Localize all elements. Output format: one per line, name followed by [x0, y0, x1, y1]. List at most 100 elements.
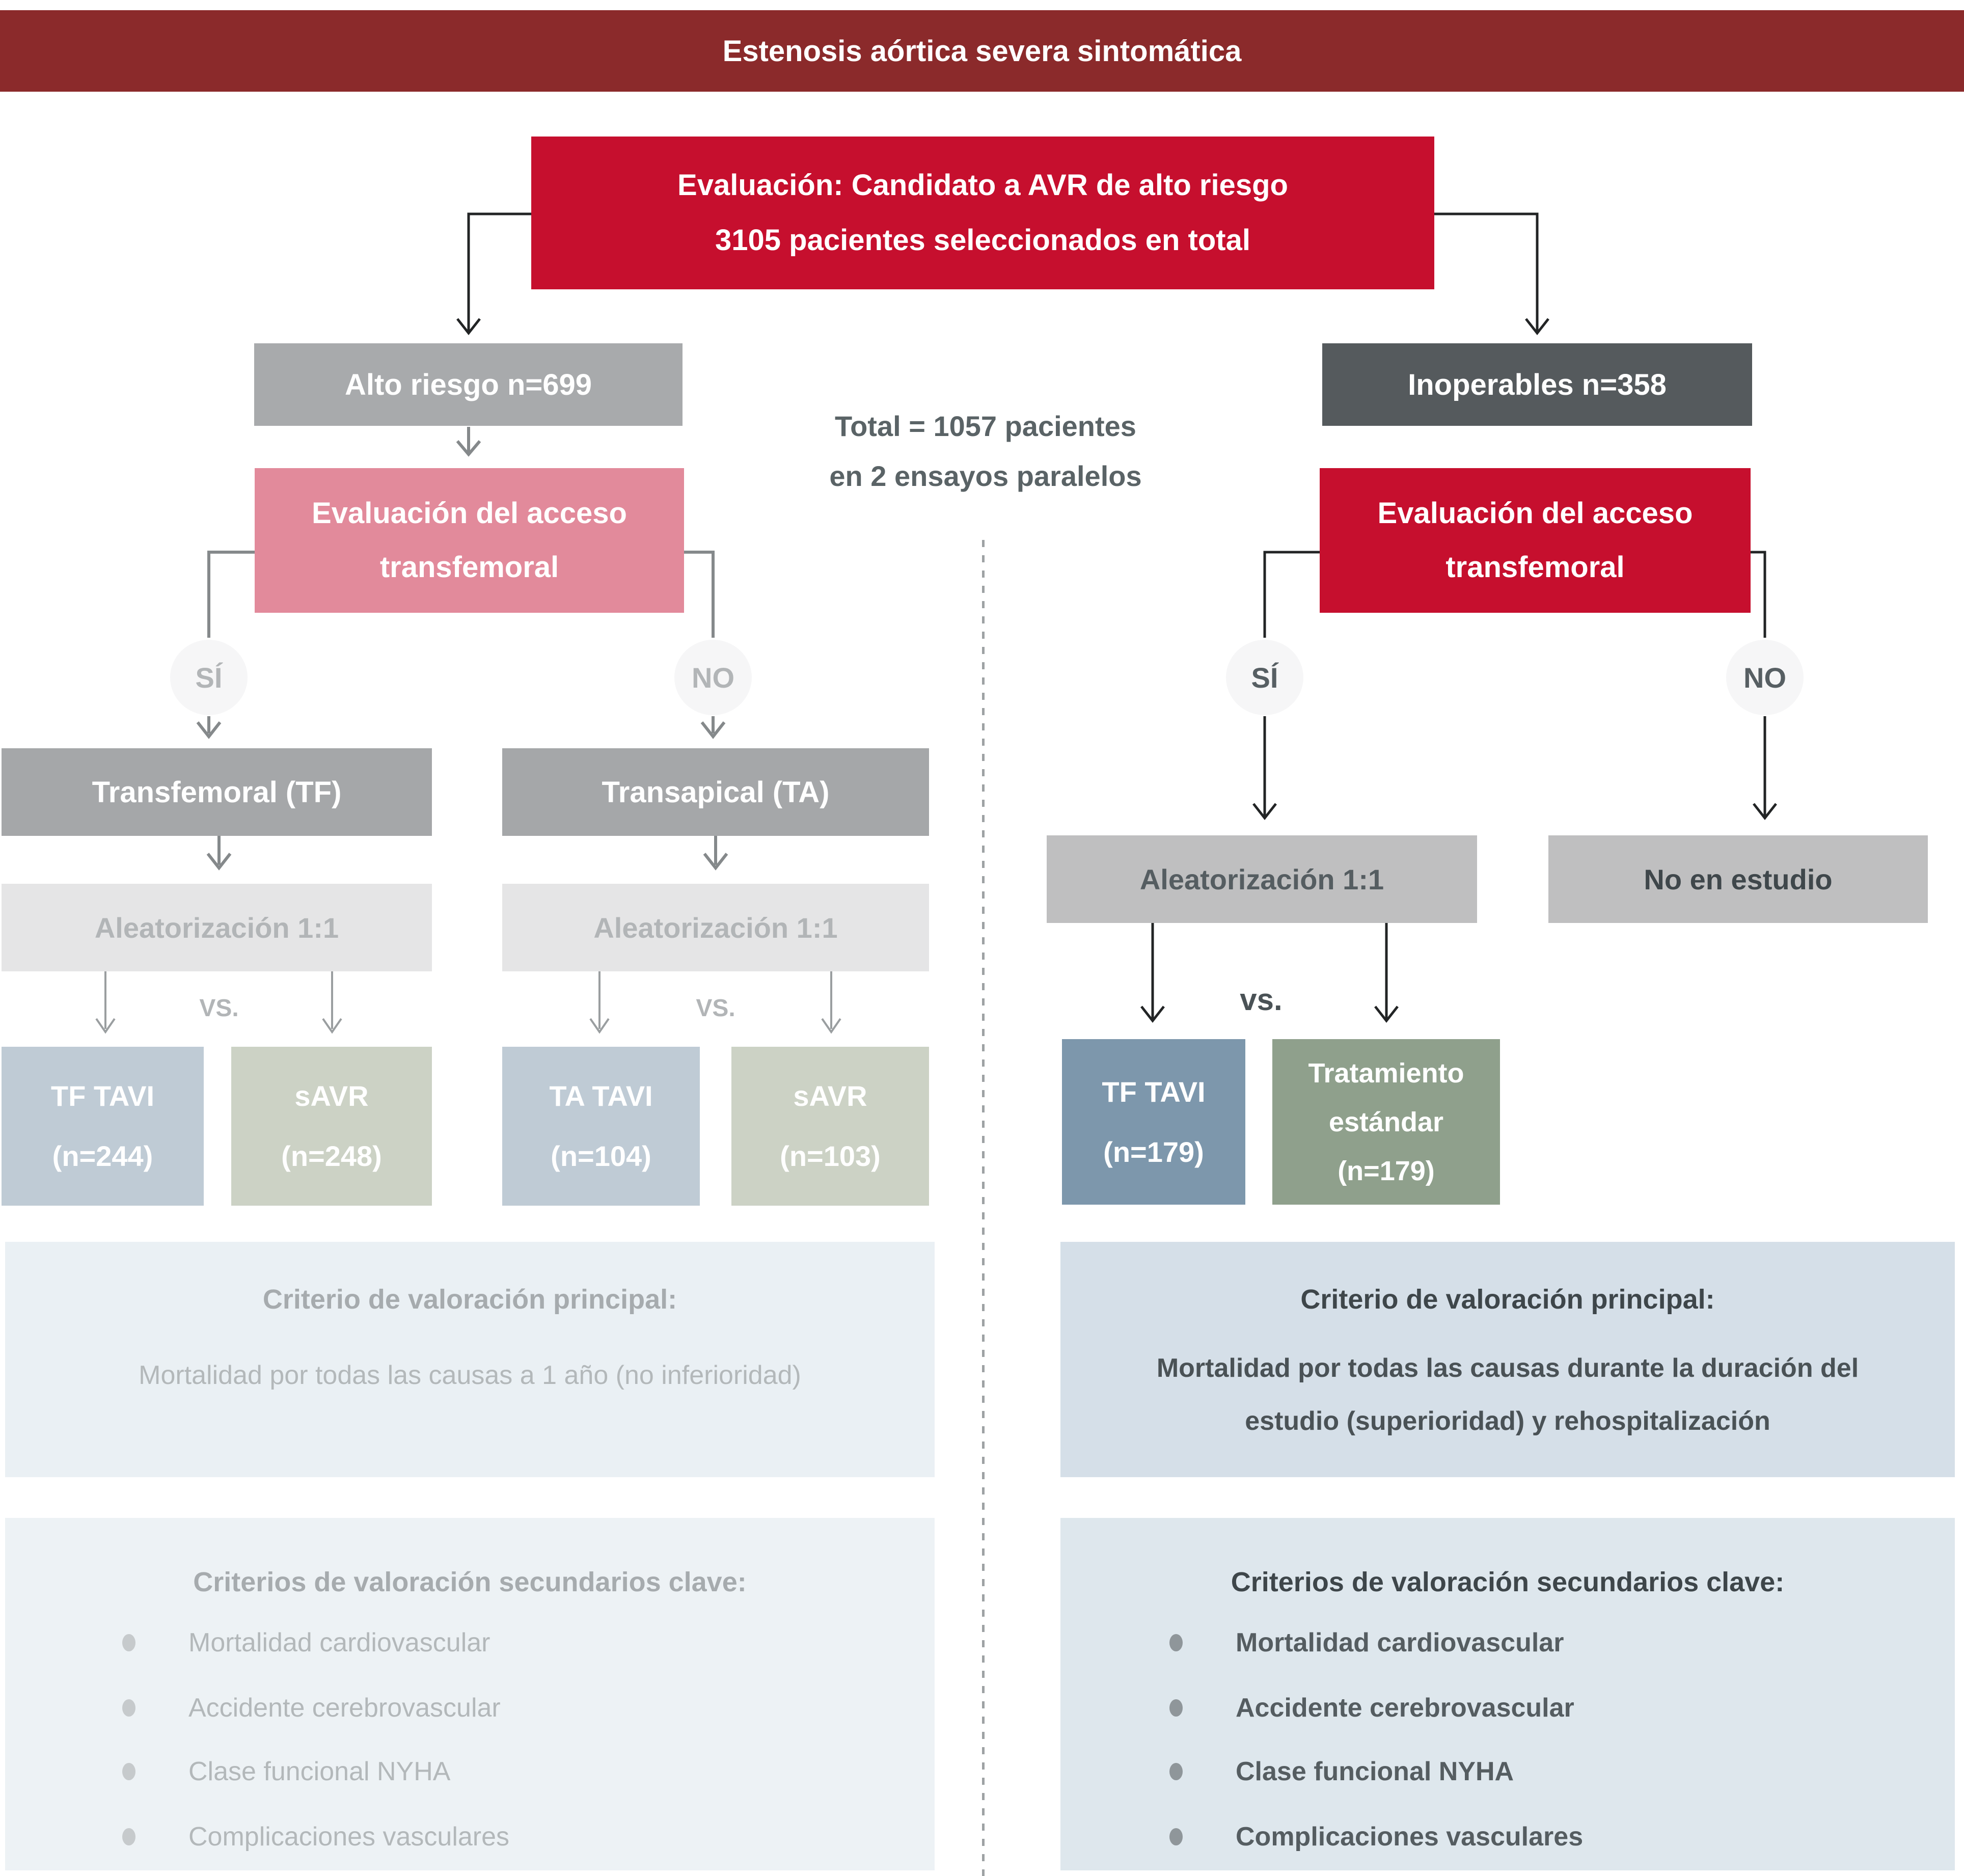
bullet-icon [1169, 1763, 1183, 1780]
secondary-endpoint-panel-left: Criterios de valoración secundarios clav… [5, 1518, 935, 1870]
no-node-right: NO [1726, 640, 1804, 715]
transfemoral-box: Transfemoral (TF) [2, 748, 432, 836]
secondary-left-item: Complicaciones vasculares [122, 1820, 509, 1853]
vs-right-text: vs. [1240, 983, 1283, 1017]
randomization-box-tf: Aleatorización 1:1 [2, 884, 432, 971]
arm-tf-tavi-n: (n=244) [52, 1140, 153, 1172]
evaluation-line1: Evaluación: Candidato a AVR de alto ries… [677, 169, 1288, 202]
primary-right-body: Mortalidad por todas las causas durante … [1060, 1342, 1955, 1448]
not-in-study-box: No en estudio [1548, 835, 1928, 923]
secondary-right-item-text: Accidente cerebrovascular [1236, 1693, 1574, 1723]
connector-eval-to-inoperable [1434, 212, 1549, 336]
randomization-box-ta: Aleatorización 1:1 [502, 884, 929, 971]
transapical-box: Transapical (TA) [502, 748, 929, 836]
bullet-icon [1169, 1634, 1183, 1651]
connector-no-to-transapical [700, 716, 726, 739]
total-patients-note: Total = 1057 pacientes en 2 ensayos para… [759, 401, 1212, 508]
bullet-icon [122, 1828, 135, 1845]
access-eval-box-right: Evaluación del acceso transfemoral [1320, 468, 1751, 613]
connector-yes-to-transfemoral [196, 716, 222, 739]
arm-standard-line2: estándar [1328, 1106, 1444, 1137]
randomization-ta-label: Aleatorización 1:1 [593, 911, 838, 944]
randomization-box-right: Aleatorización 1:1 [1047, 835, 1477, 923]
primary-endpoint-panel-left: Criterio de valoración principal: Mortal… [5, 1242, 935, 1477]
no-right-label: NO [1743, 661, 1786, 694]
bullet-icon [1169, 1699, 1183, 1717]
connector-yes-to-randomization-right [1252, 716, 1277, 821]
arm-tf-tavi-right-box: TF TAVI (n=179) [1062, 1039, 1245, 1205]
arm-savr2-box: sAVR (n=103) [731, 1047, 929, 1206]
connector-access-right-no [1751, 551, 1766, 638]
secondary-right-item: Clase funcional NYHA [1169, 1755, 1514, 1788]
arm-tf-tavi-name: TF TAVI [50, 1080, 155, 1112]
yes-node-right: SÍ [1226, 640, 1303, 715]
arm-tf-tavi-box: TF TAVI (n=244) [2, 1047, 204, 1206]
secondary-right-heading: Criterios de valoración secundarios clav… [1231, 1567, 1785, 1597]
connector-access-left-yes [207, 551, 255, 638]
randomization-right-label: Aleatorización 1:1 [1139, 863, 1384, 895]
access-left-line2: transfemoral [379, 551, 559, 584]
connector-highrisk-to-access [456, 427, 481, 457]
bullet-icon [1169, 1828, 1183, 1845]
access-left-line1: Evaluación del acceso [312, 497, 627, 530]
connector-tf-to-randomization [206, 836, 232, 871]
arm-ta-tavi-n: (n=104) [551, 1140, 651, 1172]
primary-right-body-line2: estudio (superioridad) y rehospitalizaci… [1245, 1406, 1770, 1436]
arm-ta-tavi-box: TA TAVI (n=104) [502, 1047, 700, 1206]
yes-node-left: SÍ [170, 640, 248, 715]
bullet-icon [122, 1634, 135, 1651]
arm-ta-tavi-name: TA TAVI [549, 1080, 653, 1112]
yes-right-label: SÍ [1251, 661, 1278, 694]
yes-left-label: SÍ [195, 661, 223, 694]
secondary-right-item-text: Complicaciones vasculares [1236, 1822, 1584, 1852]
primary-endpoint-panel-right: Criterio de valoración principal: Mortal… [1060, 1242, 1955, 1477]
arm-savr2-name: sAVR [793, 1080, 867, 1112]
secondary-right-item: Accidente cerebrovascular [1169, 1692, 1574, 1724]
total-line1: Total = 1057 pacientes [835, 410, 1136, 442]
connector-access-right-yes [1263, 551, 1320, 638]
arm-tf-tavi-right-name: TF TAVI [1102, 1075, 1206, 1108]
arm-savr2-n: (n=103) [780, 1140, 881, 1172]
bullet-icon [122, 1763, 135, 1780]
vs-left1-text: VS. [199, 995, 239, 1022]
secondary-right-item: Mortalidad cardiovascular [1169, 1626, 1564, 1659]
primary-right-heading: Criterio de valoración principal: [1300, 1284, 1715, 1315]
arm-standard-treatment-box: Tratamiento estándar (n=179) [1272, 1039, 1500, 1205]
transapical-label: Transapical (TA) [602, 775, 830, 809]
arm-standard-line1: Tratamiento [1308, 1057, 1464, 1089]
secondary-right-item-text: Mortalidad cardiovascular [1236, 1628, 1564, 1657]
vs-label-left2: VS. [660, 994, 772, 1022]
access-right-line2: transfemoral [1445, 551, 1625, 584]
evaluation-root-box: Evaluación: Candidato a AVR de alto ries… [531, 137, 1434, 289]
access-eval-box-left: Evaluación del acceso transfemoral [255, 468, 684, 613]
inoperable-label: Inoperables n=358 [1408, 368, 1667, 401]
secondary-right-item: Complicaciones vasculares [1169, 1820, 1583, 1853]
connector-ta-to-randomization [703, 836, 728, 871]
primary-right-body-line1: Mortalidad por todas las causas durante … [1156, 1353, 1859, 1383]
secondary-left-item-text: Clase funcional NYHA [188, 1757, 451, 1786]
secondary-endpoint-panel-right: Criterios de valoración secundarios clav… [1060, 1518, 1955, 1870]
high-risk-label: Alto riesgo n=699 [344, 368, 592, 401]
secondary-left-item: Clase funcional NYHA [122, 1755, 450, 1788]
secondary-left-item: Mortalidad cardiovascular [122, 1626, 490, 1659]
evaluation-line2: 3105 pacientes seleccionados en total [715, 224, 1250, 257]
randomization-tf-label: Aleatorización 1:1 [94, 911, 339, 944]
title-banner: Estenosis aórtica severa sintomática [0, 10, 1964, 92]
vs-label-left1: VS. [163, 994, 275, 1022]
no-node-left: NO [674, 640, 752, 715]
secondary-left-item-text: Accidente cerebrovascular [188, 1693, 501, 1723]
arm-standard-n: (n=179) [1338, 1155, 1435, 1186]
no-left-label: NO [692, 661, 734, 694]
high-risk-box: Alto riesgo n=699 [254, 343, 683, 426]
inoperable-box: Inoperables n=358 [1322, 343, 1752, 426]
primary-left-heading: Criterio de valoración principal: [262, 1284, 677, 1315]
not-in-study-label: No en estudio [1644, 863, 1833, 895]
secondary-left-item-text: Complicaciones vasculares [188, 1822, 510, 1852]
secondary-left-item: Accidente cerebrovascular [122, 1692, 501, 1724]
vs-label-right: vs. [1205, 982, 1317, 1017]
vs-left2-text: VS. [696, 995, 735, 1022]
total-line2: en 2 ensayos paralelos [829, 460, 1142, 492]
connector-eval-to-high-risk [456, 212, 531, 336]
transfemoral-label: Transfemoral (TF) [92, 775, 342, 809]
